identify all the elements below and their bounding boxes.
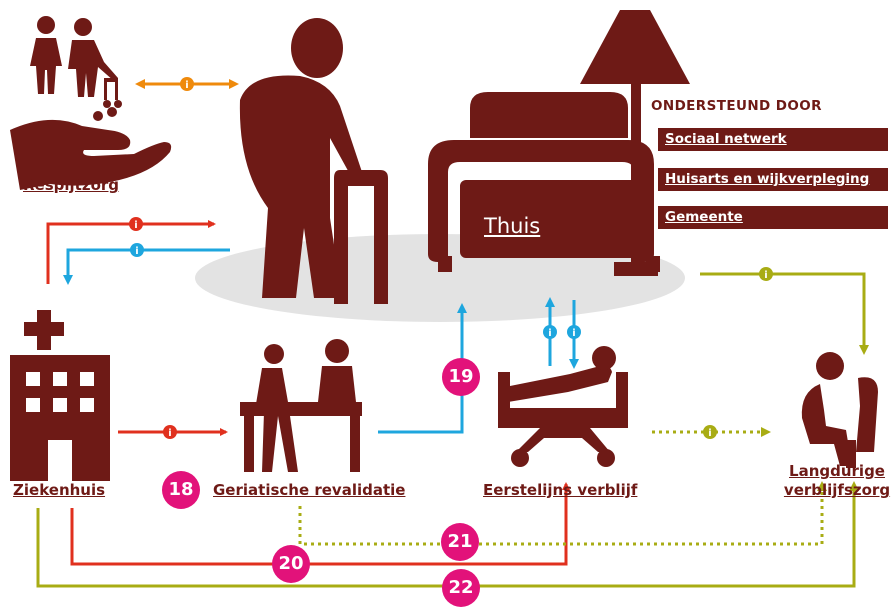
care-bed-icon — [498, 346, 628, 467]
hand-icon — [10, 107, 172, 190]
info-letter: i — [548, 328, 551, 339]
support-gemeente[interactable]: Gemeente — [658, 206, 888, 229]
info-letter: i — [185, 80, 188, 91]
respijtzorg-link[interactable]: Respijtzorg — [23, 176, 120, 194]
hospital-to-home-red: i — [46, 217, 216, 284]
info-letter: i — [134, 220, 137, 231]
respite-connector: i — [135, 77, 239, 91]
info-marker-blue-top[interactable] — [130, 243, 144, 257]
info-marker-red-mid[interactable] — [163, 425, 177, 439]
info-letter: i — [572, 328, 575, 339]
geriatrische-revalidatie-link[interactable]: Geriatische revalidatie — [213, 481, 406, 499]
armchair-icon — [428, 92, 660, 272]
info-marker-olive-mid[interactable] — [703, 425, 717, 439]
info-letter: i — [764, 270, 767, 281]
caregivers-icon — [30, 16, 122, 108]
info-marker-blue-right[interactable] — [567, 325, 581, 339]
home-to-hospital-blue: i — [63, 243, 230, 285]
badge-19[interactable]: 19 — [442, 358, 480, 396]
badge-21[interactable]: 21 — [441, 523, 479, 561]
badge-22[interactable]: 22 — [442, 569, 480, 607]
langdurige-line1: Langdurige — [789, 462, 885, 480]
info-marker-orange[interactable] — [180, 77, 194, 91]
hospital-icon — [10, 310, 110, 481]
support-sociaal-netwerk[interactable]: Sociaal netwerk — [658, 128, 888, 151]
info-letter: i — [135, 246, 138, 257]
thuis-link[interactable]: Thuis — [484, 214, 541, 238]
floor-lamp-icon — [580, 10, 690, 276]
info-letter: i — [708, 428, 711, 439]
langdurige-verblijfszorg-link[interactable]: Langdurige verblijfszorg — [781, 462, 893, 500]
support-huisarts[interactable]: Huisarts en wijkverpleging — [658, 168, 888, 191]
hospital-to-rehab-red: i — [118, 425, 228, 439]
elderly-walker-icon — [239, 18, 388, 304]
route-21-olive — [298, 481, 827, 546]
ziekenhuis-link[interactable]: Ziekenhuis — [13, 481, 106, 499]
rehab-to-home-blue — [378, 303, 467, 434]
support-title: ONDERSTEUND DOOR — [651, 98, 822, 114]
info-marker-olive-top[interactable] — [759, 267, 773, 281]
info-marker-red-top[interactable] — [129, 217, 143, 231]
route-20-red — [70, 482, 570, 566]
seated-person-icon — [801, 352, 878, 468]
home-firstline-blue: i i — [543, 297, 581, 369]
langdurige-line2: verblijfszorg — [783, 481, 891, 499]
eerstelijns-verblijf-link[interactable]: Eerstelijns verblijf — [483, 481, 638, 499]
badge-18[interactable]: 18 — [162, 471, 200, 509]
firstline-to-longterm-olive: i — [652, 425, 771, 439]
rehabilitation-icon — [240, 339, 362, 472]
home-to-longterm-olive: i — [700, 267, 869, 355]
info-letter: i — [168, 428, 171, 439]
badge-20[interactable]: 20 — [272, 545, 310, 583]
info-marker-blue-left[interactable] — [543, 325, 557, 339]
